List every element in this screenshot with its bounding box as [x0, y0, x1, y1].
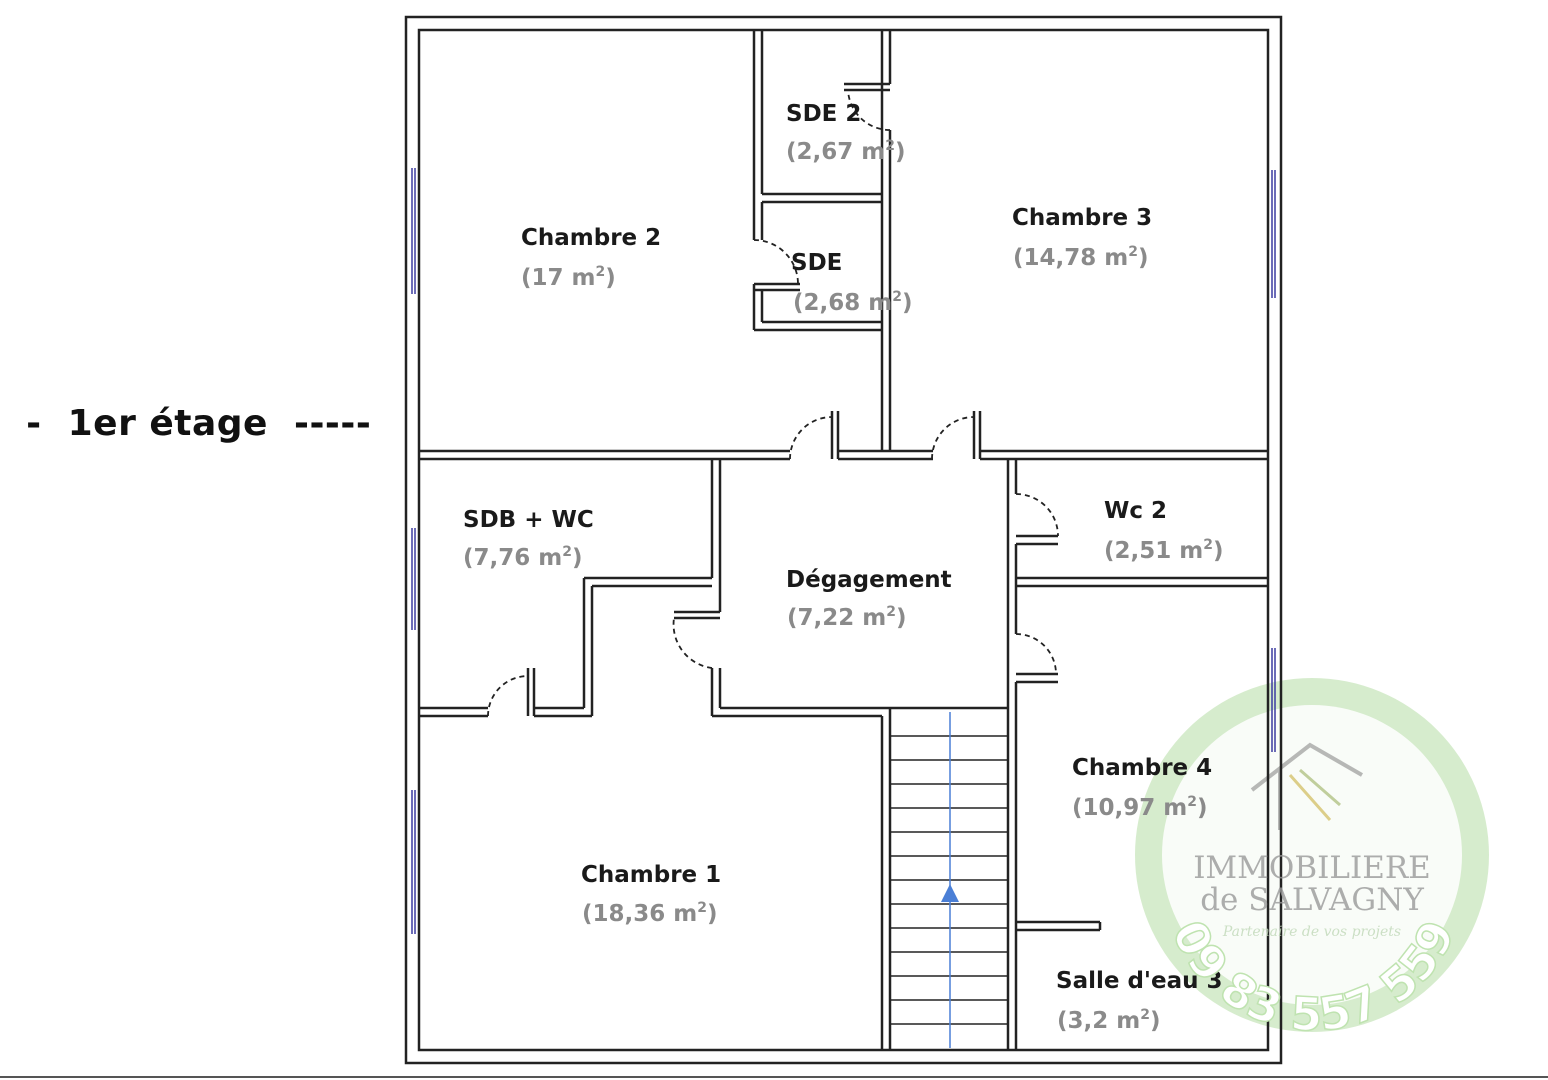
door-swings	[487, 89, 1059, 717]
room-name: Chambre 2	[521, 225, 661, 251]
room-chambre4: Chambre 4 (10,97 m2)	[1072, 755, 1212, 821]
watermark-tagline: Partenaire de vos projets	[1222, 924, 1401, 940]
room-sde2: SDE 2 (2,67 m2)	[786, 101, 906, 165]
walls	[404, 15, 1283, 1065]
room-name: Salle d'eau 3	[1056, 968, 1222, 994]
room-area: (10,97 m2)	[1072, 794, 1208, 821]
floor-label: - 1er étage -----	[0, 362, 371, 444]
room-chambre2: Chambre 2 (17 m2)	[521, 225, 661, 291]
watermark-inner-circle	[1162, 705, 1462, 1005]
stair-arrow-icon	[941, 884, 959, 902]
room-wc2: Wc 2 (2,51 m2)	[1104, 498, 1224, 564]
room-area: (2,67 m2)	[786, 138, 906, 165]
staircase	[890, 735, 1008, 1025]
room-area: (7,22 m2)	[787, 604, 907, 631]
room-name: Wc 2	[1104, 498, 1167, 524]
room-name: Dégagement	[786, 567, 952, 593]
room-area: (3,2 m2)	[1057, 1007, 1161, 1034]
room-name: SDE	[791, 250, 842, 276]
room-sde: SDE (2,68 m2)	[791, 250, 913, 316]
room-name: Chambre 4	[1072, 755, 1212, 781]
room-area: (7,76 m2)	[463, 544, 583, 571]
room-area: (2,68 m2)	[793, 289, 913, 316]
room-name: Chambre 3	[1012, 205, 1152, 231]
room-name: Chambre 1	[581, 862, 721, 888]
room-area: (17 m2)	[521, 264, 616, 291]
room-area: (2,51 m2)	[1104, 537, 1224, 564]
room-chambre1: Chambre 1 (18,36 m2)	[581, 862, 721, 927]
room-area: (18,36 m2)	[582, 900, 718, 927]
watermark-text: IMMOBILIERE de SALVAGNY Partenaire de vo…	[1193, 850, 1431, 940]
floor-label-right-dashes: -----	[294, 403, 372, 444]
floor-label-left-dash: -	[26, 403, 42, 444]
floor-label-text: 1er étage	[67, 403, 268, 444]
watermark-line1: IMMOBILIERE	[1193, 850, 1431, 886]
watermark-line2: de SALVAGNY	[1200, 882, 1424, 918]
stair-direction	[941, 712, 959, 1048]
room-name: SDE 2	[786, 101, 861, 127]
room-name: SDB + WC	[463, 507, 594, 533]
room-sdb-wc: SDB + WC (7,76 m2)	[463, 507, 594, 571]
windows	[411, 168, 1276, 934]
room-degagement: Dégagement (7,22 m2)	[786, 567, 952, 631]
room-area: (14,78 m2)	[1013, 244, 1149, 271]
room-salle-eau3: Salle d'eau 3 (3,2 m2)	[1056, 968, 1222, 1034]
room-chambre3: Chambre 3 (14,78 m2)	[1012, 205, 1152, 271]
watermark-logo	[1135, 678, 1489, 1032]
